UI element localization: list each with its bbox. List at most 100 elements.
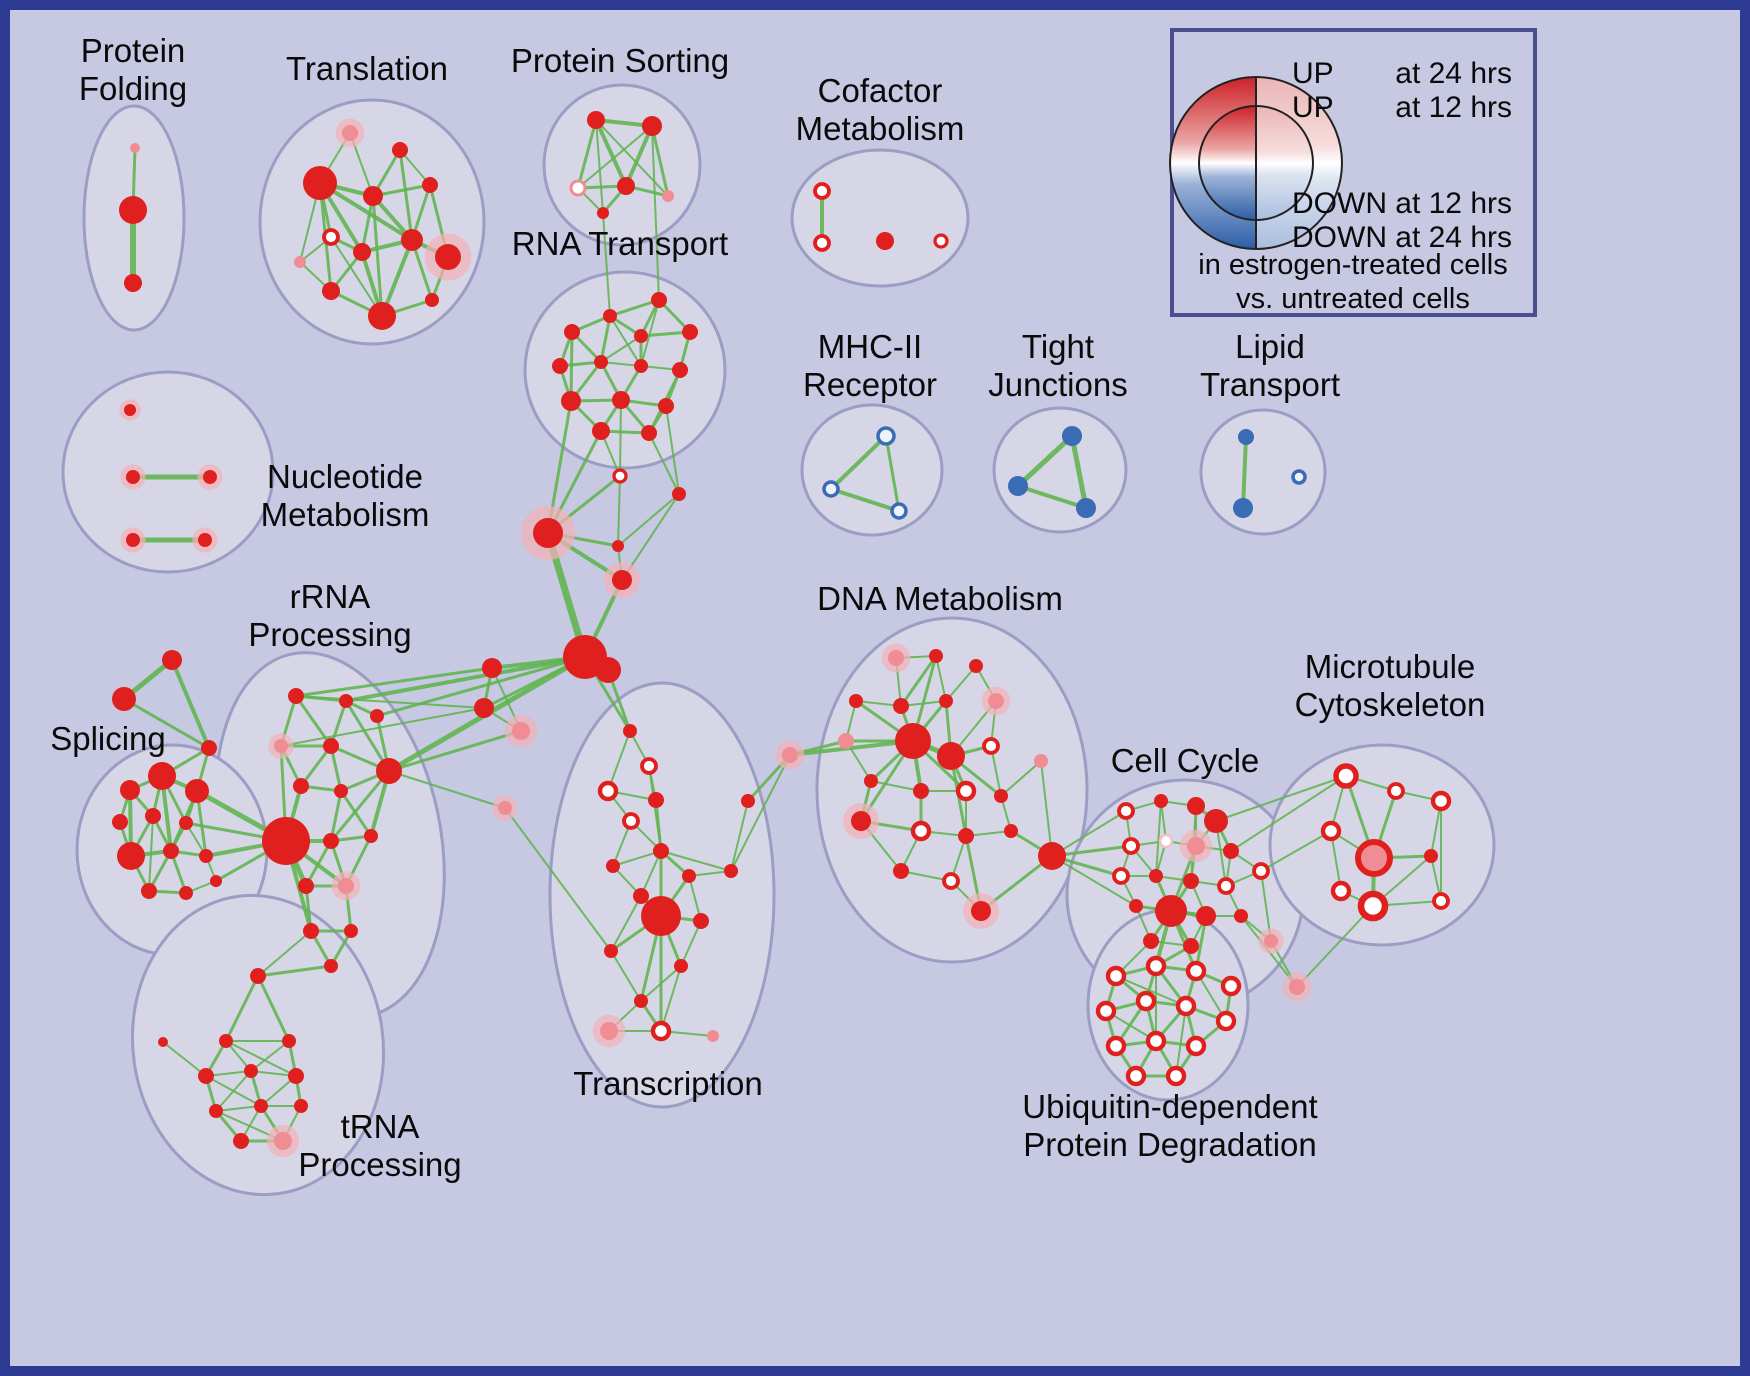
node-mh2 (822, 480, 840, 498)
edge-h12-tx2 (648, 765, 662, 852)
node-d21 (893, 863, 909, 879)
edge-d3-d6 (945, 665, 977, 702)
node-d16 (994, 789, 1008, 803)
node-u10 (1145, 1030, 1167, 1052)
edge-tj1-tj3 (1069, 433, 1089, 511)
node-d11 (982, 737, 1000, 755)
legend-caption-line1: in estrogen-treated cells (1198, 249, 1508, 281)
edge-tr7-tr8 (215, 1105, 262, 1112)
node-sp2 (148, 762, 176, 790)
edge-u1-u7 (1115, 975, 1187, 1007)
node-nm3 (203, 470, 217, 484)
edge-r14-tr1 (257, 930, 312, 977)
node-mh1 (876, 426, 896, 446)
node-nm2 (126, 470, 140, 484)
edge-ps1-ps3 (576, 118, 598, 190)
node-nm4 (126, 533, 140, 547)
node-cc10 (1149, 869, 1163, 883)
edge-d12-d16 (1000, 760, 1042, 797)
node-u11 (1185, 1035, 1207, 1057)
node-cm2 (813, 234, 831, 252)
node-cc2 (1154, 794, 1168, 808)
node-r7 (293, 778, 309, 794)
node-tx12 (650, 1020, 672, 1042)
node-tr6 (288, 1068, 304, 1084)
legend-time-1: at 12 hrs (1395, 91, 1512, 124)
edge-tx9-tx10 (640, 965, 682, 1002)
node-tr10 (233, 1133, 249, 1149)
node-tx8 (604, 944, 618, 958)
edge-mh2-mh3 (829, 487, 901, 513)
node-tx11 (600, 1022, 618, 1040)
edge-rt1-rt2 (608, 298, 661, 318)
edge-t4-t12 (371, 194, 384, 318)
cluster-label-rna-transport: RNA Transport (512, 225, 728, 262)
node-tx13 (707, 1030, 719, 1042)
node-t7 (294, 256, 306, 268)
edge-ps6-rt2 (602, 212, 611, 317)
node-pf1 (130, 143, 140, 153)
node-rt13 (592, 422, 610, 440)
edge-ps1-ps4 (594, 118, 628, 188)
node-u8 (1215, 1010, 1237, 1032)
node-pf2 (119, 196, 147, 224)
edge-rt4-rt5 (639, 330, 692, 338)
node-h3 (533, 518, 563, 548)
node-x1 (1289, 979, 1305, 995)
node-rt2 (603, 309, 617, 323)
node-h6b (595, 657, 621, 683)
node-h5 (612, 570, 632, 590)
node-ps1 (587, 111, 605, 129)
node-h2 (672, 487, 686, 501)
node-sp8 (163, 843, 179, 859)
edge-ps1-ps6 (595, 119, 604, 214)
node-r6 (376, 758, 402, 784)
edge-cc2-cc10 (1155, 800, 1162, 877)
node-m4 (1320, 820, 1342, 842)
node-m7 (1330, 880, 1352, 902)
node-r13 (338, 878, 354, 894)
node-cc6 (1158, 833, 1174, 849)
legend-direction-3: DOWN (1292, 221, 1387, 254)
node-d20 (1004, 824, 1018, 838)
node-tr9 (294, 1099, 308, 1113)
node-cc17 (1234, 909, 1248, 923)
node-h16 (782, 747, 798, 763)
edge-rt12-h2 (665, 405, 680, 495)
node-cc9 (1112, 867, 1130, 885)
edge-r2-r6 (344, 699, 391, 773)
node-ps6 (597, 207, 609, 219)
node-cm4 (933, 233, 949, 249)
node-u1 (1105, 965, 1127, 987)
edge-d2-d5 (899, 654, 938, 708)
node-d10 (937, 742, 965, 770)
edge-h11-h13 (607, 730, 631, 792)
edge-d13-d14 (870, 780, 922, 792)
node-sp5 (145, 808, 161, 824)
legend-direction-2: DOWN (1292, 187, 1387, 220)
node-cm3 (876, 232, 894, 250)
edge-ps2-ps4 (624, 124, 654, 188)
node-tr3 (282, 1034, 296, 1048)
edge-tr2-tr6 (225, 1040, 297, 1077)
node-sp4 (112, 814, 128, 830)
node-nm1 (124, 404, 136, 416)
node-cc16 (1196, 906, 1216, 926)
edge-cc13-m4 (1260, 830, 1332, 872)
node-r8 (334, 784, 348, 798)
node-u6 (1135, 990, 1157, 1012)
node-rt14 (641, 425, 657, 441)
edge-tx8-tx10 (610, 950, 642, 1002)
node-d4 (849, 694, 863, 708)
edge-tx5-tx8 (610, 895, 642, 952)
node-ps5 (662, 190, 674, 202)
node-m8 (1357, 890, 1389, 922)
node-t2 (392, 142, 408, 158)
edge-u7-u13 (1175, 1005, 1187, 1077)
